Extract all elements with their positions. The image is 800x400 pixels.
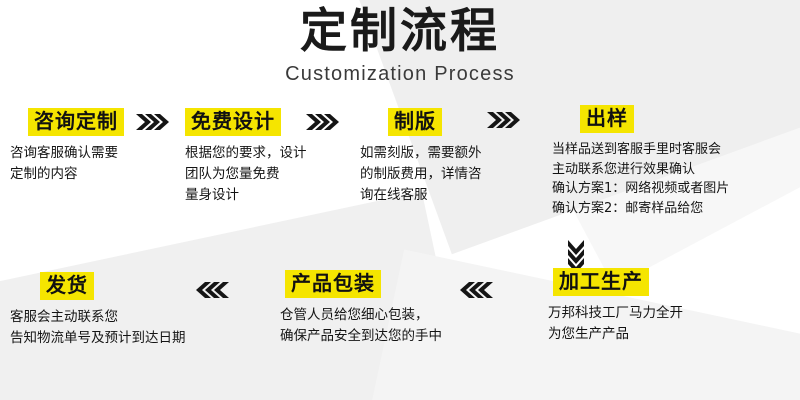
- step-free-design-badge: 免费设计: [185, 108, 281, 136]
- triple-chevron-left-icon: [196, 280, 230, 300]
- step-packaging: 产品包装 仓管人员给您细心包装， 确保产品安全到达您的手中: [280, 270, 442, 347]
- step-sampling-badge: 出样: [580, 105, 634, 133]
- triple-chevron-right-icon: [487, 110, 521, 130]
- triple-chevron-left-icon: [460, 280, 494, 300]
- step-packaging-badge: 产品包装: [285, 270, 381, 298]
- step-sampling-description: 当样品送到客服手里时客服会 主动联系您进行效果确认 确认方案1：网络视频或者图片…: [552, 142, 730, 216]
- step-shipping: 发货 客服会主动联系您 告知物流单号及预计到达日期: [10, 272, 186, 349]
- step-free-design-description: 根据您的要求，设计 团队为您量免费 量身设计: [185, 145, 307, 203]
- step-consult-badge: 咨询定制: [28, 108, 124, 136]
- step-packaging-description: 仓管人员给您细心包装， 确保产品安全到达您的手中: [280, 307, 442, 344]
- page-header: 定制流程 Customization Process: [0, 4, 800, 86]
- step-plate-making-description: 如需刻版，需要额外 的制版费用，详情咨 询在线客服: [360, 145, 482, 203]
- page-title-en: Customization Process: [285, 63, 515, 85]
- step-production: 加工生产 万邦科技工厂马力全开 为您生产产品: [548, 268, 683, 345]
- page-title-cn: 定制流程: [300, 4, 500, 59]
- step-production-description: 万邦科技工厂马力全开 为您生产产品: [548, 305, 683, 342]
- step-free-design: 免费设计 根据您的要求，设计 团队为您量免费 量身设计: [185, 108, 307, 206]
- step-plate-making-badge: 制版: [388, 108, 442, 136]
- triple-chevron-right-icon: [136, 112, 170, 132]
- step-sampling: 出样 当样品送到客服手里时客服会 主动联系您进行效果确认 确认方案1：网络视频或…: [552, 105, 729, 218]
- step-consult-description: 咨询客服确认需要 定制的内容: [10, 145, 118, 182]
- step-shipping-badge: 发货: [40, 272, 94, 300]
- step-production-badge: 加工生产: [553, 268, 649, 296]
- step-consult: 咨询定制 咨询客服确认需要 定制的内容: [10, 108, 124, 185]
- step-shipping-description: 客服会主动联系您 告知物流单号及预计到达日期: [10, 309, 186, 346]
- step-plate-making: 制版 如需刻版，需要额外 的制版费用，详情咨 询在线客服: [360, 108, 482, 206]
- triple-chevron-right-icon: [306, 112, 340, 132]
